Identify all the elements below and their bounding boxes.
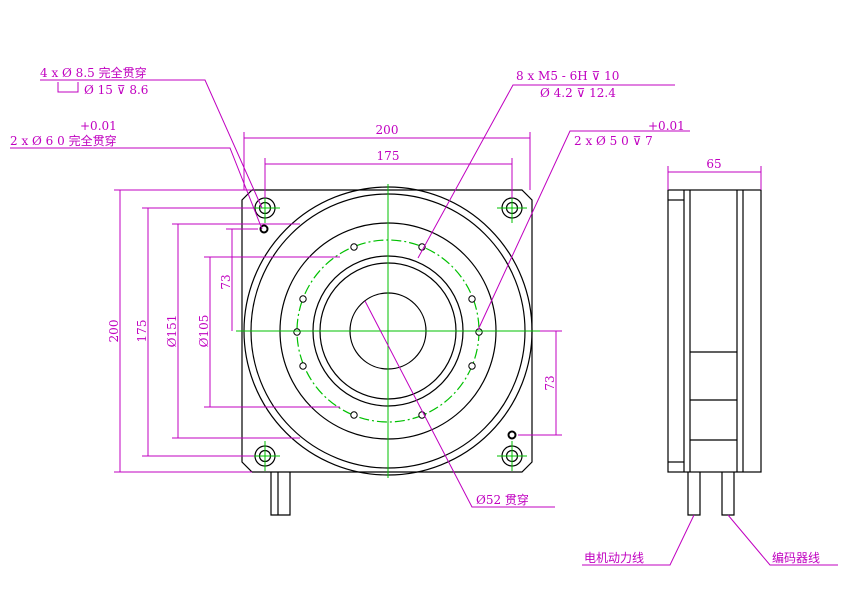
bolt-hole: [475, 328, 483, 336]
bolt-hole: [299, 295, 307, 303]
callout-thread-1: 8 x M5 - 6H ⊽ 10: [516, 69, 619, 83]
bolt-hole: [350, 411, 358, 419]
leader-dowel-right: [477, 130, 690, 331]
bolt-hole: [468, 362, 476, 370]
bolt-hole: [293, 328, 301, 336]
motor-cable-side: [687, 472, 701, 516]
dim-width-175: 175: [377, 149, 400, 163]
side-view: [667, 189, 762, 516]
leader-dowel-left: [10, 147, 263, 230]
dim-dia-151: Ø151: [165, 315, 179, 348]
callout-corner-hole-2: Ø 15 ⊽ 8.6: [84, 83, 148, 97]
leader-center-bore: [364, 300, 555, 508]
label-encoder-cable: 编码器线: [772, 550, 820, 565]
bolt-hole: [350, 243, 358, 251]
callout-dowel-left-tol: +0.01: [80, 119, 117, 133]
front-view: [236, 184, 540, 516]
base-plate-outline: [241, 189, 533, 473]
callout-dowel-right: 2 x Ø 5 0 ⊽ 7: [574, 134, 653, 148]
dim-width-200: 200: [376, 123, 399, 137]
dowel-hole-left: [259, 224, 269, 234]
callout-dowel-left: 2 x Ø 6 0 完全贯穿: [10, 133, 117, 148]
cable-stub-front: [270, 472, 291, 516]
bolt-hole: [299, 362, 307, 370]
dim-height-200: 200: [107, 320, 121, 343]
bolt-hole: [468, 295, 476, 303]
leader-corner-hole: [40, 79, 263, 209]
dimensions: 200 175 200 175 Ø151 Ø105 73 7: [10, 79, 838, 566]
dowel-hole-right: [507, 430, 517, 440]
callout-corner-hole-1: 4 x Ø 8.5 完全贯穿: [40, 65, 147, 80]
callout-dowel-right-tol: +0.01: [648, 119, 685, 133]
callout-thread-2: Ø 4.2 ⊽ 12.4: [540, 86, 616, 100]
dim-offset-73-left: 73: [219, 274, 233, 289]
label-motor-power-cable: 电机动力线: [584, 551, 644, 565]
callout-center-bore: Ø52 贯穿: [476, 492, 529, 507]
encoder-cable-side: [721, 472, 735, 516]
counterbore-symbol: [57, 82, 79, 93]
dim-height-175: 175: [135, 320, 149, 343]
callout-labels: 4 x Ø 8.5 完全贯穿 Ø 15 ⊽ 8.6 +0.01 2 x Ø 6 …: [10, 65, 820, 565]
leader-motor-cable: [582, 514, 695, 566]
leader-thread: [417, 84, 675, 259]
m5-threaded-holes: [293, 243, 483, 419]
dim-thickness-65: 65: [706, 157, 721, 171]
side-body: [667, 189, 762, 473]
dim-dia-105: Ø105: [197, 315, 211, 348]
dim-offset-73-right: 73: [543, 375, 557, 390]
leader-encoder-cable: [727, 514, 838, 566]
